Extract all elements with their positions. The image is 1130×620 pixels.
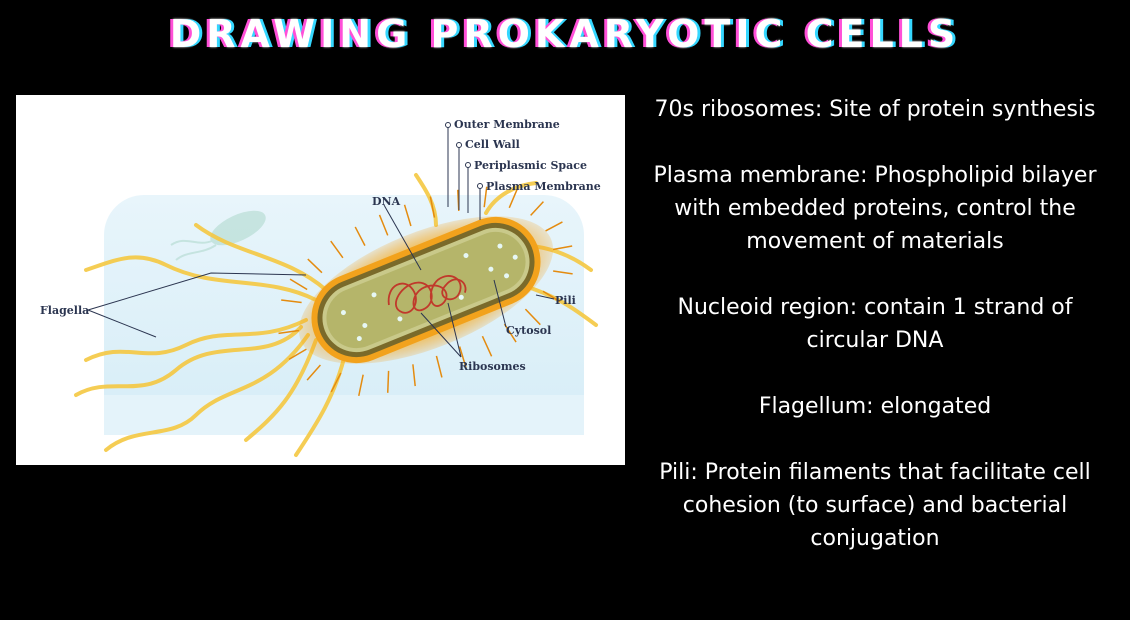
dna-strand: [387, 275, 467, 314]
label-ribosomes: Ribosomes: [459, 360, 526, 373]
note-plasma-membrane: Plasma membrane: Phospholipid bilayer wi…: [653, 163, 1097, 254]
cytoplasm-layer: [326, 231, 526, 349]
diagram-backdrop-fade: [104, 395, 584, 435]
label-plasma-membrane: Plasma Membrane: [486, 180, 601, 193]
faint-bacterium: [170, 210, 266, 261]
leader-dots: [445, 122, 483, 189]
note-flagellum: Flagellum: elongated: [758, 394, 992, 419]
notes-panel: 70s ribosomes: Site of protein synthesis…: [640, 93, 1110, 588]
cell-illustration: Outer Membrane Cell Wall Periplasmic Spa…: [40, 118, 601, 457]
label-periplasmic-space: Periplasmic Space: [474, 159, 587, 172]
bacterial-cell: [278, 186, 573, 397]
pili-spikes: [278, 186, 573, 397]
label-cell-wall: Cell Wall: [465, 138, 520, 151]
page-title: DRAWING PROKARYOTIC CELLS: [169, 12, 961, 56]
flagella-strands: [74, 173, 598, 457]
label-pili: Pili: [555, 294, 576, 307]
note-ribosomes: 70s ribosomes: Site of protein synthesis: [654, 97, 1096, 122]
leader-lines: [87, 125, 555, 358]
ribosome-dots: [340, 243, 518, 342]
prokaryotic-cell-diagram: Outer Membrane Cell Wall Periplasmic Spa…: [16, 95, 625, 465]
label-outer-membrane: Outer Membrane: [454, 118, 560, 131]
note-nucleoid-region: Nucleoid region: contain 1 strand of cir…: [677, 295, 1073, 353]
note-pili: Pili: Protein filaments that facilitate …: [659, 460, 1091, 551]
label-flagella: Flagella: [40, 304, 89, 317]
label-dna: DNA: [372, 195, 401, 208]
label-cytosol: Cytosol: [506, 324, 551, 337]
